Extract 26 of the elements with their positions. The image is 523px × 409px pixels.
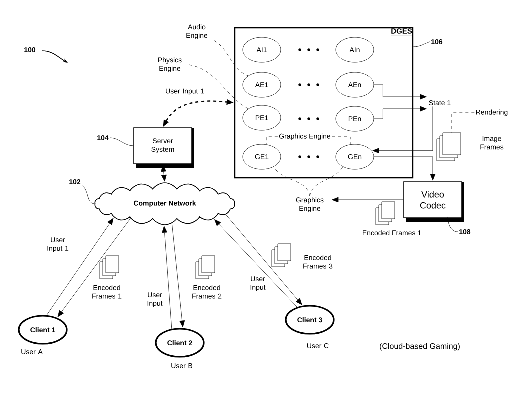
leader-line <box>110 138 134 146</box>
leader-line <box>310 166 344 196</box>
arrow <box>162 226 172 330</box>
arrow <box>161 165 167 182</box>
arrow <box>58 218 131 318</box>
leader-line <box>448 216 458 232</box>
arrow <box>374 84 427 100</box>
caption: (Cloud-based Gaming) <box>380 343 460 351</box>
leader-line <box>274 166 310 196</box>
leader-line <box>413 42 430 48</box>
arrow <box>214 220 298 308</box>
arrow <box>226 214 302 306</box>
leader-line <box>82 185 96 204</box>
leader-line <box>266 136 278 145</box>
arrow <box>374 156 436 181</box>
arrow <box>172 223 186 328</box>
leader-line <box>214 40 249 76</box>
arrow <box>332 197 404 203</box>
leader-line <box>189 64 249 110</box>
leader-line <box>332 136 351 145</box>
image-frames-drawing <box>436 132 462 162</box>
arrow <box>374 106 427 120</box>
arrow <box>46 218 114 316</box>
leader-line <box>452 112 475 133</box>
arrow <box>372 106 434 154</box>
process-box: Video Codec <box>404 182 464 222</box>
